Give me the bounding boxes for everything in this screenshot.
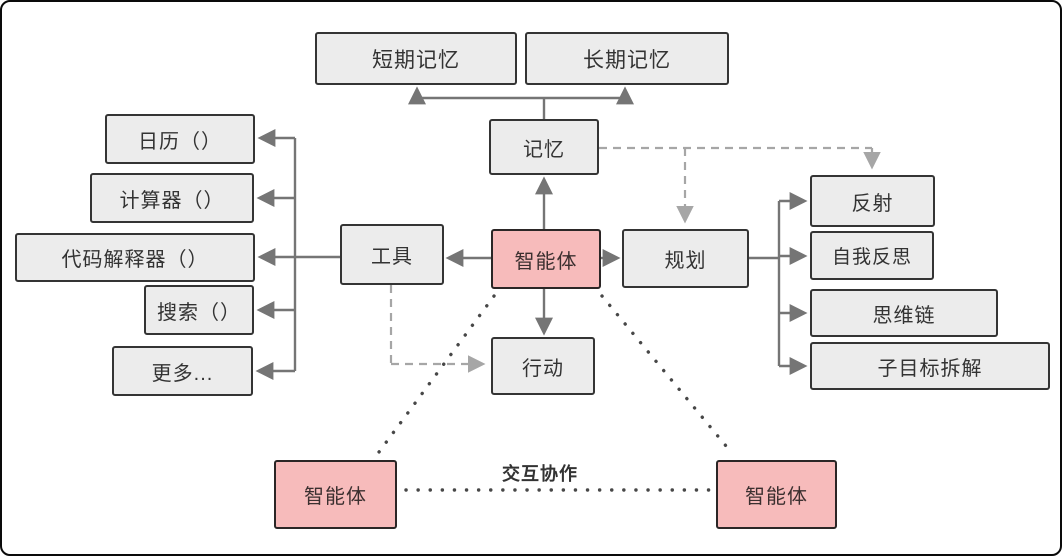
solid-edges: [255, 86, 808, 380]
node-tools: 工具: [340, 224, 444, 285]
node-memory: 记忆: [489, 119, 599, 175]
node-calendar: 日历（）: [105, 114, 255, 164]
node-search: 搜索（）: [144, 285, 254, 335]
node-calculator: 计算器（）: [90, 173, 254, 223]
node-more: 更多...: [112, 346, 253, 396]
node-chain-of-thought: 思维链: [810, 289, 998, 337]
node-self-reflection: 自我反思: [810, 231, 934, 280]
node-short-term-memory: 短期记忆: [315, 32, 517, 85]
node-reflection: 反射: [810, 175, 935, 227]
node-subgoal-decomposition: 子目标拆解: [810, 342, 1050, 390]
node-agent-bottom-right: 智能体: [716, 460, 837, 529]
node-long-term-memory: 长期记忆: [525, 32, 729, 85]
edge-agent-to-bottom-right-dotted: [600, 294, 733, 454]
edge-agent-to-bottom-left-dotted: [377, 294, 496, 454]
collaboration-label: 交互协作: [502, 464, 578, 484]
dashed-edges: [389, 146, 881, 373]
node-planning: 规划: [622, 229, 749, 288]
node-action: 行动: [491, 337, 595, 395]
node-agent: 智能体: [491, 229, 601, 289]
node-agent-bottom-left: 智能体: [274, 460, 397, 529]
node-code-interpreter: 代码解释器（）: [15, 233, 255, 282]
dotted-edges: [377, 294, 733, 492]
